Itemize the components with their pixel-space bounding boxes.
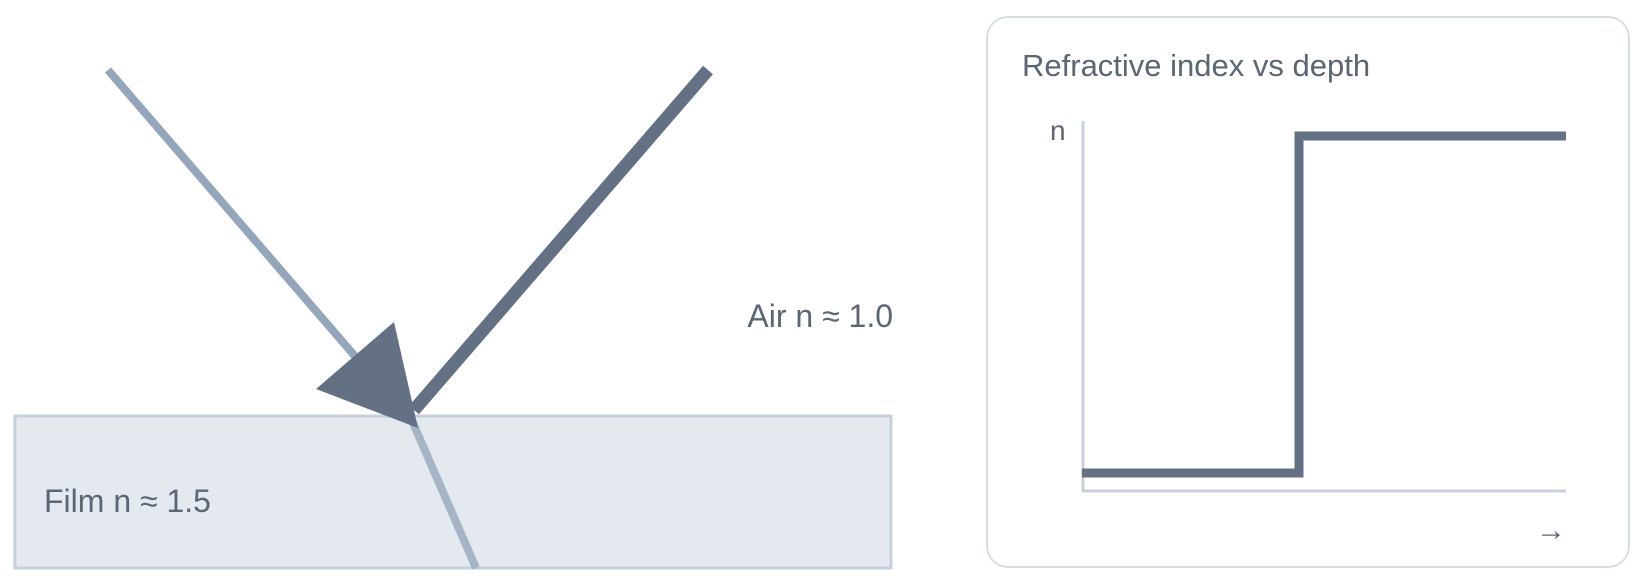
- index-step-line: [1082, 131, 1566, 478]
- film-layer: [13, 414, 893, 570]
- panel-title: Refractive index vs depth: [1022, 48, 1371, 83]
- thin-film-diagram: Air n ≈ 1.0 Film n ≈ 1.5: [13, 65, 893, 570]
- refracted-ray: [406, 414, 480, 570]
- film-label: Film n ≈ 1.5: [44, 483, 211, 519]
- arrowhead-icon: [316, 322, 418, 428]
- index-profile-plot: n →: [1050, 115, 1566, 547]
- y-axis-label: n: [1050, 115, 1066, 146]
- reflected-ray: [104, 67, 364, 365]
- x-axis-arrow-icon: →: [1536, 514, 1566, 547]
- index-profile-panel: Refractive index vs depth n →: [986, 16, 1630, 568]
- incident-ray: [409, 65, 713, 415]
- diagram-canvas: Air n ≈ 1.0 Film n ≈ 1.5: [13, 65, 893, 570]
- air-label: Air n ≈ 1.0: [747, 298, 893, 334]
